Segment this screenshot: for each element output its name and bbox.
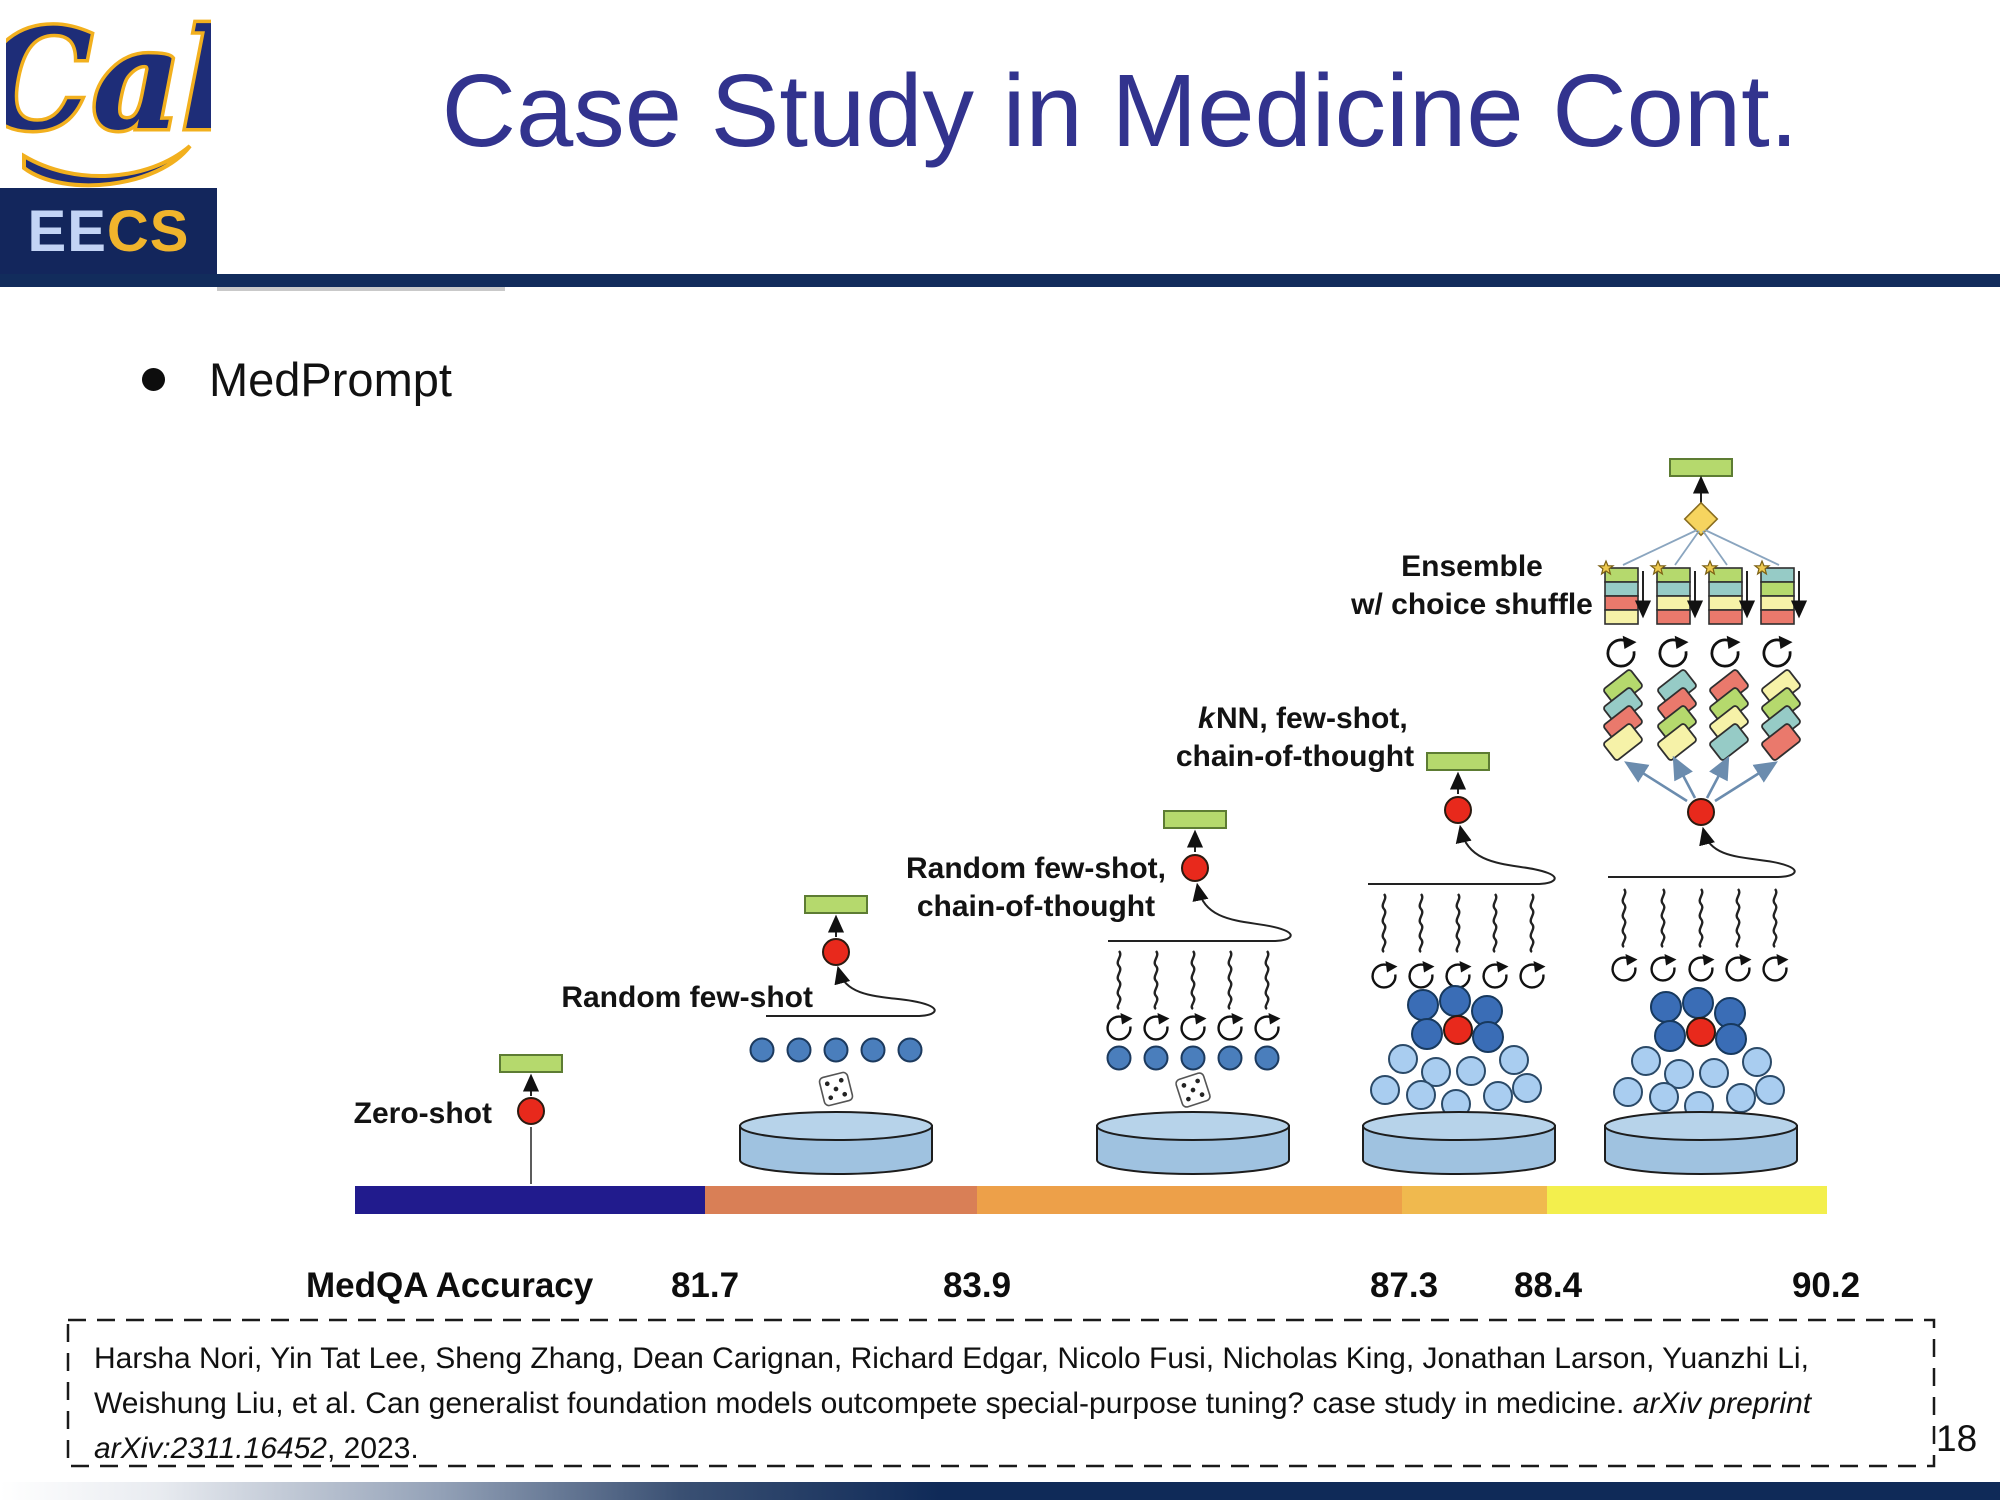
whip-arrow <box>766 965 936 1017</box>
accuracy-value: 81.7 <box>671 1266 739 1305</box>
accuracy-bar-segment <box>705 1186 977 1214</box>
stage-random-few-shot-cot: Random few-shot, chain-of-thought <box>906 810 1292 1175</box>
citation-italic: arXiv preprint arXiv:2311.16452 <box>94 1387 1812 1465</box>
cycle-icon-row <box>1371 959 1547 989</box>
bullet-icon <box>142 368 165 391</box>
option-stack <box>1754 560 1808 625</box>
accuracy-value: 90.2 <box>1792 1266 1860 1305</box>
database-cylinder-icon <box>739 1111 933 1175</box>
diamond-fan-lines <box>1622 529 1780 566</box>
eecs-cs-text: CS <box>106 198 190 264</box>
medprompt-figure: Zero-shot Random few-shot Random few-sho… <box>306 458 1860 1305</box>
citation-main: Harsha Nori, Yin Tat Lee, Sheng Zhang, D… <box>94 1342 1809 1420</box>
shuffled-card-stacks <box>1603 669 1801 761</box>
knn-neighbor-cluster <box>1370 985 1542 1119</box>
gpt4-node-icon <box>822 938 850 966</box>
accuracy-value: 87.3 <box>1370 1266 1438 1305</box>
dice-icon <box>817 1070 855 1108</box>
answer-box-icon <box>499 1054 563 1073</box>
option-stack <box>1650 560 1704 625</box>
cal-swoosh <box>22 144 192 188</box>
gpt4-node-icon <box>1181 854 1209 882</box>
example-dots-row <box>749 1037 923 1063</box>
cal-logo-text: Cal <box>6 0 211 161</box>
query-node-icon <box>1443 1015 1473 1045</box>
footer-gradient-bar <box>0 1482 2000 1500</box>
citation-box-border <box>66 1318 1936 1468</box>
whip-arrow <box>1368 824 1556 885</box>
page-title: Case Study in Medicine Cont. <box>441 53 1799 168</box>
cal-logo: Cal <box>6 0 211 188</box>
axis-label: MedQA Accuracy <box>306 1266 594 1305</box>
gpt4-node-icon <box>1687 798 1715 826</box>
stage-label-line2: chain-of-thought <box>1176 740 1414 773</box>
dice-icon <box>1174 1071 1212 1109</box>
answer-box-icon <box>1163 810 1227 829</box>
accuracy-bar <box>355 1186 1827 1214</box>
stage-ensemble: Ensemble w/ choice shuffle <box>1350 458 1808 1175</box>
cot-squiggle-row <box>1621 887 1778 949</box>
cycle-icon-row <box>1106 1011 1282 1041</box>
accuracy-value: 88.4 <box>1514 1266 1583 1305</box>
cycle-icon-row <box>1606 634 1794 668</box>
citation-suffix: , 2023. <box>326 1432 419 1465</box>
whip-arrow <box>1108 882 1292 942</box>
database-cylinder-icon <box>1604 1111 1798 1175</box>
stage-knn-few-shot-cot: k NN, few-shot, chain-of-thought <box>1176 702 1556 1175</box>
whip-arrow <box>1608 826 1796 878</box>
stage-label-line1: NN, few-shot, <box>1216 702 1408 735</box>
header-rule-shadow <box>217 287 505 291</box>
query-node-icon <box>1686 1017 1716 1047</box>
answer-box-icon <box>1669 458 1733 477</box>
accuracy-bar-labels: MedQA Accuracy 81.7 83.9 87.3 88.4 90.2 <box>306 1266 1860 1305</box>
example-dots-row <box>1106 1045 1280 1071</box>
database-cylinder-icon <box>1096 1111 1290 1175</box>
cycle-icon-row <box>1611 952 1790 982</box>
accuracy-bar-segment <box>1402 1186 1547 1214</box>
accuracy-bar-segment <box>977 1186 1402 1214</box>
bullet-item: MedPrompt <box>142 352 452 407</box>
option-stack <box>1702 560 1756 625</box>
stage-label-line2: w/ choice shuffle <box>1350 588 1593 621</box>
knn-neighbor-cluster <box>1613 987 1785 1121</box>
stage-label-line1: Random few-shot, <box>906 852 1166 885</box>
option-stack <box>1598 560 1652 625</box>
header-rule <box>0 274 2000 287</box>
card-stack <box>1603 669 1643 761</box>
stage-label: Random few-shot <box>561 981 813 1014</box>
card-stack <box>1761 669 1801 761</box>
citation-text: Harsha Nori, Yin Tat Lee, Sheng Zhang, D… <box>94 1336 1884 1471</box>
option-stack-icons <box>1598 560 1808 625</box>
card-stack <box>1709 669 1749 761</box>
cot-squiggle-row <box>1116 949 1270 1011</box>
accuracy-bar-segment <box>1547 1186 1827 1214</box>
stage-zero-shot: Zero-shot <box>354 1054 563 1184</box>
card-stack <box>1657 669 1697 761</box>
accuracy-value: 83.9 <box>943 1266 1011 1305</box>
stage-label-line2: chain-of-thought <box>917 890 1155 923</box>
answer-box-icon <box>1426 752 1490 771</box>
stage-label-line1: Ensemble <box>1401 550 1543 583</box>
ensemble-fan-arrows <box>1624 755 1778 803</box>
page-number: 18 <box>1936 1418 1978 1459</box>
gpt4-node-icon <box>1444 796 1472 824</box>
accuracy-bar-segment <box>355 1186 705 1214</box>
aggregate-diamond-icon <box>1683 501 1719 537</box>
stage-label: Zero-shot <box>354 1097 492 1130</box>
bullet-label: MedPrompt <box>209 353 452 406</box>
gpt4-node-icon <box>517 1097 545 1125</box>
answer-box-icon <box>804 895 868 914</box>
stage-random-few-shot: Random few-shot <box>561 895 936 1175</box>
stage-label-italic-k: k <box>1198 702 1216 735</box>
database-cylinder-icon <box>1362 1111 1556 1175</box>
cot-squiggle-row <box>1381 892 1535 954</box>
eecs-ee-text: EE <box>27 198 107 264</box>
